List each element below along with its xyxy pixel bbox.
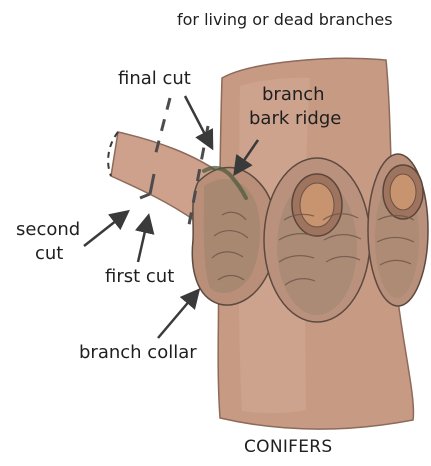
- final-cut-label: final cut: [118, 68, 191, 90]
- branch-collar-label: branch collar: [79, 342, 197, 364]
- arrow-icon: [185, 96, 211, 146]
- diagram-subtitle: for living or dead branches: [177, 10, 393, 30]
- right-wound-core: [390, 174, 416, 210]
- second-cut-label-line2: cut: [35, 243, 63, 265]
- arrow-icon: [84, 213, 126, 246]
- first-cut-tick: [140, 194, 150, 198]
- diagram-caption: CONIFERS: [244, 436, 333, 458]
- second-cut-label-line1: second: [16, 219, 80, 241]
- arrow-icon: [138, 218, 148, 262]
- branch-bark-ridge-label-line2: bark ridge: [249, 108, 341, 130]
- arrow-icon: [158, 292, 197, 338]
- first-cut-label: first cut: [105, 266, 174, 288]
- middle-wound-core: [300, 183, 334, 227]
- branch-bark-ridge-label-line1: branch: [262, 84, 325, 106]
